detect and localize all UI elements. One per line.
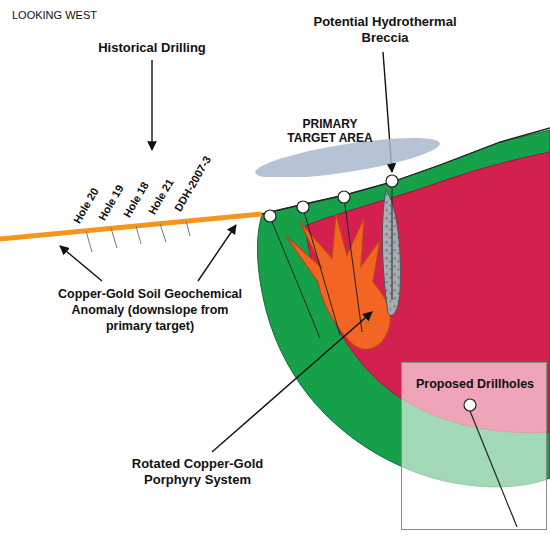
inset-drill-trace — [470, 411, 517, 527]
callout-label: Rotated Copper-Gold Porphyry System — [125, 456, 270, 488]
leader-arrows — [60, 52, 392, 452]
callout-label: Copper-Gold Soil Geochemical Anomaly (do… — [50, 286, 250, 334]
inset-panel — [401, 362, 547, 530]
callout-label: Potential Hydrothermal Breccia — [305, 14, 465, 46]
collar-circles — [264, 175, 398, 222]
node-text: Proposed Drillholes — [402, 363, 548, 392]
view-direction: LOOKING WEST — [12, 8, 97, 22]
drillhole-label: Hole 19 — [95, 182, 127, 223]
callout-label: Historical Drilling — [82, 40, 222, 56]
drillhole-label: DDH-2007-3 — [171, 154, 214, 214]
target-ellipse: PRIMARY TARGET AREA — [250, 115, 445, 177]
inset-box: Proposed Drillholes — [401, 362, 547, 530]
proposed-drill-traces — [270, 182, 392, 338]
drillhole-label: Hole 20 — [70, 185, 102, 226]
historical-drill-traces — [86, 221, 190, 252]
node-text: PRIMARY TARGET AREA — [280, 115, 380, 145]
inset-collar — [464, 399, 476, 411]
drillhole-label: Hole 21 — [145, 176, 177, 217]
drillhole-label: Hole 18 — [120, 179, 152, 220]
breccia-body — [382, 190, 400, 315]
